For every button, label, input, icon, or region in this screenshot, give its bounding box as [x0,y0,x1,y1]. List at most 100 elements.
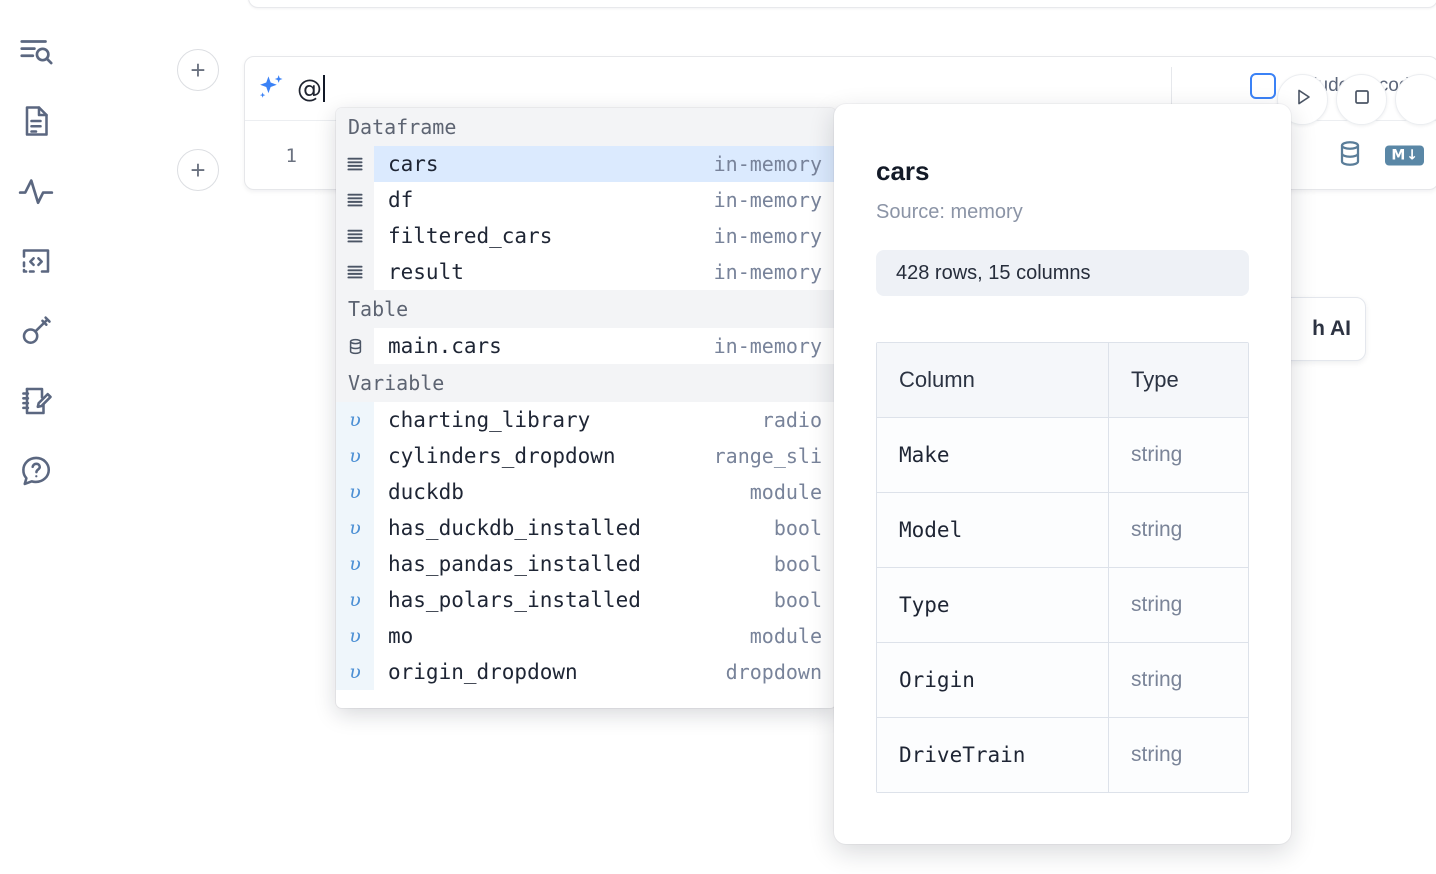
markdown-arrow-icon: ↓ [1406,147,1418,164]
line-number: 1 [285,144,297,167]
sidebar-item-explore[interactable] [10,16,62,86]
activity-pulse-icon [17,172,55,210]
stop-square-icon [1350,85,1374,114]
add-cell-below-button[interactable]: + [177,149,219,191]
sidebar-item-help[interactable] [10,436,62,506]
cell-tools: M ↓ [1335,138,1424,173]
variable-upsilon-icon: υ [336,618,374,654]
variable-upsilon-icon: υ [336,402,374,438]
autocomplete-item-type: in-memory [713,260,822,284]
autocomplete-group-header: Table [336,290,836,328]
cell-column-name: Origin [877,643,1109,717]
autocomplete-item[interactable]: υ origin_dropdown dropdown [336,654,836,690]
autocomplete-item-type: in-memory [713,152,822,176]
ai-hint-chip-label: h AI [1312,317,1351,340]
code-brackets-icon [18,243,54,279]
add-cell-above-button[interactable]: + [177,49,219,91]
database-icon[interactable] [1335,138,1365,173]
key-icon [18,313,54,349]
autocomplete-item-name: filtered_cars [388,224,553,248]
more-actions-button[interactable] [1395,74,1436,125]
autocomplete-item-type: dropdown [725,660,822,684]
variable-upsilon-icon: υ [336,438,374,474]
details-title: cars [876,156,930,186]
autocomplete-item-type: bool [773,552,822,576]
autocomplete-group-header: Variable [336,364,836,402]
cell-column-type: string [1109,493,1248,567]
details-shape-badge: 428 rows, 15 columns [876,250,1249,296]
autocomplete-item-name: main.cars [388,334,502,358]
autocomplete-item-type: module [749,480,822,504]
cell-column-type: string [1109,418,1248,492]
cell-column-name: Model [877,493,1109,567]
autocomplete-item[interactable]: df in-memory [336,182,836,218]
variable-upsilon-icon: υ [336,582,374,618]
sidebar-item-variables[interactable] [10,156,62,226]
autocomplete-item-name: origin_dropdown [388,660,578,684]
help-chat-icon [18,453,54,489]
cell-column-type: string [1109,568,1248,642]
plus-icon: + [190,155,206,185]
explore-search-icon [17,32,55,70]
dataframe-rows-icon [336,218,374,254]
markdown-icon[interactable]: M ↓ [1385,145,1424,166]
variable-upsilon-icon: υ [336,654,374,690]
dataframe-rows-icon [336,146,374,182]
autocomplete-item-name: cars [388,152,439,176]
sidebar-item-secrets[interactable] [10,296,62,366]
column-header: Type [1109,343,1248,417]
ai-prompt-value: @ [297,74,322,103]
autocomplete-dropdown[interactable]: Dataframe cars in-memory df in-memory filtere… [336,108,836,708]
sidebar-item-snippets[interactable] [10,226,62,296]
ai-prompt-input[interactable]: @ [297,57,1436,120]
dataframe-rows-icon [336,254,374,290]
autocomplete-item-type: in-memory [713,334,822,358]
left-icon-rail [0,0,72,874]
cell-column-name: DriveTrain [877,718,1109,792]
autocomplete-item[interactable]: result in-memory [336,254,836,290]
autocomplete-item-type: radio [761,408,822,432]
autocomplete-group-header: Dataframe [336,108,836,146]
include-all-code-checkbox[interactable] [1249,73,1276,99]
variable-upsilon-icon: υ [336,510,374,546]
sidebar-item-scratchpad[interactable] [10,366,62,436]
run-cell-button[interactable] [1277,74,1328,125]
vertical-divider [1171,67,1172,110]
database-table-icon [336,328,374,364]
dataframe-rows-icon [336,182,374,218]
autocomplete-item-type: in-memory [713,188,822,212]
autocomplete-item[interactable]: cars in-memory [336,146,836,182]
autocomplete-item-name: df [388,188,414,212]
variable-details-panel: cars Source: memory 428 rows, 15 columns… [834,104,1291,844]
sparkles-icon [245,72,297,106]
autocomplete-item-name: cylinders_dropdown [388,444,616,468]
variable-upsilon-icon: υ [336,474,374,510]
autocomplete-item[interactable]: main.cars in-memory [336,328,836,364]
stop-cell-button[interactable] [1336,74,1387,125]
autocomplete-item-type: bool [773,588,822,612]
code-editor-row[interactable]: 1 M ↓ [245,121,1436,190]
cell-column-name: Type [877,568,1109,642]
plus-icon: + [190,55,206,85]
markdown-letter: M [1391,147,1406,164]
autocomplete-item-name: result [388,260,464,284]
autocomplete-item-name: charting_library [388,408,591,432]
sidebar-item-files[interactable] [10,86,62,156]
play-triangle-icon [1291,85,1315,114]
autocomplete-item[interactable]: υ charting_library radio [336,402,836,438]
cell-above-partial [248,0,1436,8]
